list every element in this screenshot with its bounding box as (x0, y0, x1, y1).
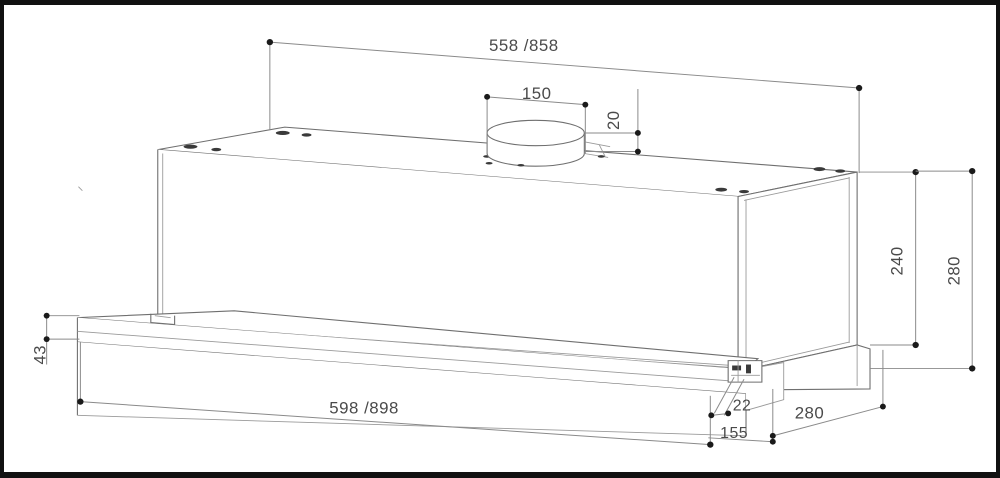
hood-body-right-face (737, 171, 858, 373)
dimension-panel-height-label: 43 (31, 345, 50, 364)
dimension-duct-diameter: 150 (484, 84, 589, 154)
dimension-body-depth-label: 280 (795, 403, 825, 422)
pullout-drawer (76, 310, 785, 437)
slider-rail-left (150, 313, 176, 326)
dimension-top-width-label: 558 /858 (489, 36, 559, 55)
dimension-panel-offset-label: 22 (733, 398, 752, 415)
duct-outlet-cylinder (486, 119, 611, 167)
dimension-bottom-width-label: 598 /898 (329, 398, 399, 417)
technical-drawing-svg: .ln{fill:none;stroke:#6f6f6f;stroke-widt… (31, 36, 976, 448)
dimension-overall-height-label: 280 (944, 256, 963, 285)
drawing-canvas: .ln{fill:none;stroke:#6f6f6f;stroke-widt… (4, 5, 996, 472)
dimension-body-height-label: 240 (888, 246, 907, 275)
dimension-overall-height: 280 (870, 167, 976, 372)
dimension-top-width: 558 /858 (266, 36, 863, 174)
dimension-body-height: 240 (859, 168, 919, 349)
dimension-body-depth: 280 (769, 349, 886, 439)
dimension-panel-height: 43 (31, 312, 80, 365)
dimension-panel-offset: 22 (708, 398, 751, 419)
duct-reference-marks (485, 155, 605, 167)
dimension-panel-depth: 155 (708, 388, 776, 445)
dimension-duct-height: 20 (585, 89, 641, 155)
dimension-duct-diameter-label: 150 (522, 84, 552, 103)
dimension-bottom-width: 598 /898 (77, 342, 714, 448)
bracket-leader-lines (713, 376, 745, 416)
mounting-bracket-detail (727, 360, 763, 383)
dimension-panel-depth-label: 155 (720, 425, 748, 442)
dimension-duct-height-label: 20 (604, 111, 623, 130)
stray-mark (78, 186, 83, 191)
